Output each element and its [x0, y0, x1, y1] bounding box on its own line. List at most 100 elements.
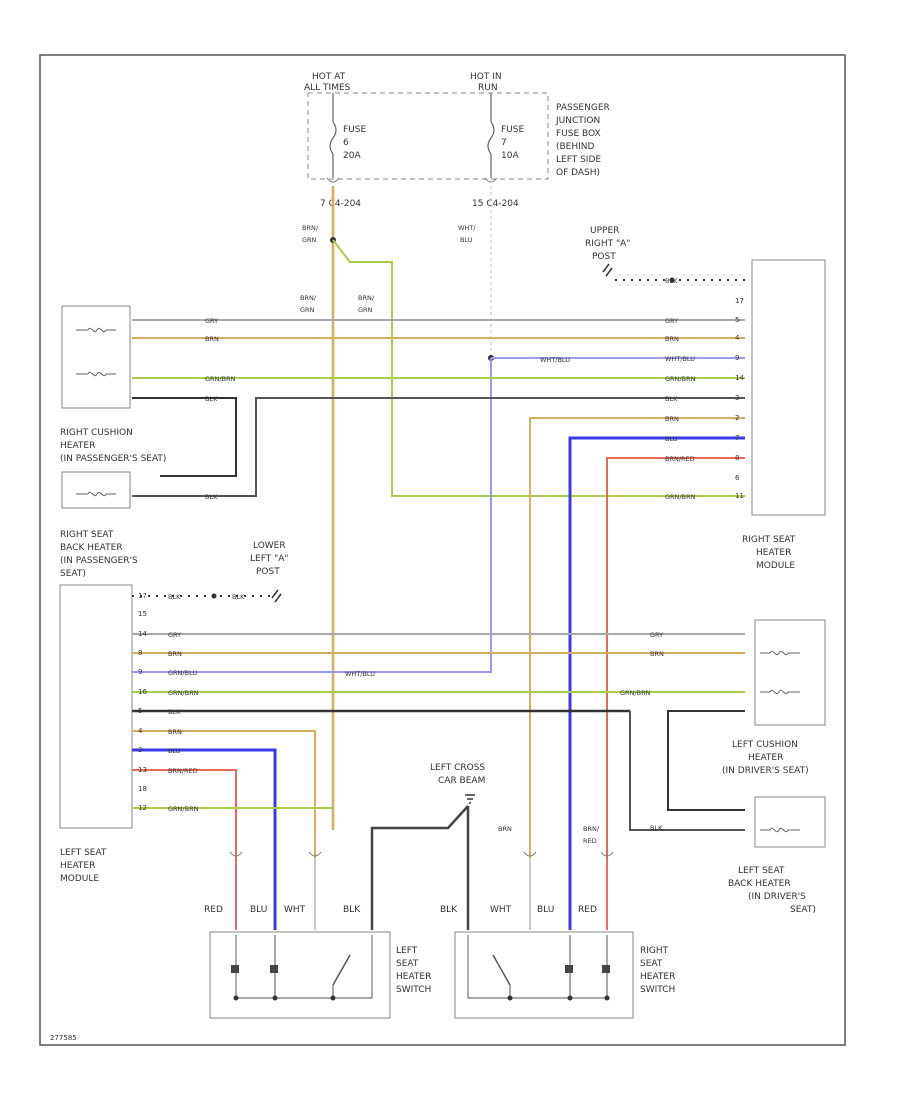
left-seat-heater-switch	[209, 931, 391, 1019]
wire-label-rm-right-0: BLK	[665, 277, 678, 285]
lsw-wire-wht: WHT	[284, 905, 306, 915]
wire-brn-lm	[132, 730, 316, 858]
wire-label-branch-4: GRN	[358, 306, 373, 314]
lm-pin-2: 14	[138, 630, 147, 638]
wire-label-lm-right-3: BLK	[650, 824, 663, 832]
right-module-label-3: MODULE	[756, 561, 795, 571]
wire-label-rm-left-0: GRY	[205, 317, 218, 325]
wire-label-brn-grn-1: BRN/	[302, 224, 319, 232]
cross-ground-label-1: LEFT CROSS	[430, 763, 485, 773]
diagram-code: 277585	[50, 1034, 77, 1042]
conn-left-label: 7 C4-204	[320, 199, 361, 209]
jbox-label-3: FUSE BOX	[556, 129, 601, 139]
left-module-label-1: LEFT SEAT	[60, 848, 107, 858]
fuse6-label-2: 6	[343, 138, 349, 148]
wire-grn-branch	[332, 239, 745, 497]
right-seat-heater-module	[751, 259, 826, 516]
right-back-label-3: (IN PASSENGER'S	[60, 556, 138, 566]
wire-label-lm-0: BLK	[168, 593, 181, 601]
right-cushion-label-2: HEATER	[60, 441, 95, 451]
jbox-label-2: JUNCTION	[555, 116, 600, 126]
wire-label-lm-8: BLU	[168, 747, 181, 755]
wire-label-group: GRY BRN GRN/BRN BLK BLK BLK GRY BRN WHT/BLU GRN/B…	[138, 277, 744, 832]
wire-blk-cushion-left	[629, 711, 745, 831]
wire-label-rm-left-2: GRN/BRN	[205, 375, 236, 383]
rm-pin-5: 3	[735, 394, 739, 402]
lsw-wire-blk: BLK	[343, 905, 361, 915]
wire-blk-cushion	[132, 397, 237, 477]
left-back-heater	[754, 796, 826, 848]
wire-brn-rm	[529, 417, 745, 858]
right-back-label-1: RIGHT SEAT	[60, 530, 114, 540]
rm-pin-1: 5	[735, 316, 739, 324]
fuse7-label-3: 10A	[501, 151, 519, 161]
cross-ground-label-2: CAR BEAM	[438, 776, 485, 786]
lower-ground-label-1: LOWER	[253, 541, 286, 551]
wire-label-rm-right-6: BRN	[665, 415, 679, 423]
wire-label-lm-6: BLK	[168, 708, 181, 716]
diagram-frame	[39, 54, 846, 1046]
left-cushion-label-1: LEFT CUSHION	[732, 740, 798, 750]
left-module-label-3: MODULE	[60, 874, 99, 884]
brn-label-right: BRN	[498, 825, 512, 833]
jbox-label-4: (BEHIND	[556, 142, 595, 152]
wire-label-lm-3: BRN	[168, 650, 182, 658]
wire-label-brn-grn-2: GRN	[302, 236, 317, 244]
brn-red-label-1: BRN/	[583, 825, 600, 833]
splice-upper-ground	[669, 277, 675, 283]
brn-red-label-2: RED	[583, 837, 597, 845]
wire-blu-lm	[132, 748, 277, 930]
wire-label-lm-9: BRN/RED	[168, 767, 198, 775]
rm-pin-8: 8	[735, 454, 739, 462]
right-back-label-4: SEAT)	[60, 569, 86, 579]
lm-pin-1: 15	[138, 610, 147, 618]
upper-ground-icon	[602, 263, 613, 277]
wire-label-lm-10: GRN/BRN	[168, 805, 199, 813]
right-back-label-2: BACK HEATER	[60, 543, 123, 553]
wire-label-lm-1: BLK	[232, 593, 245, 601]
splice-lower-ground	[211, 593, 217, 599]
switch-feed-wires	[229, 851, 614, 930]
wire-label-branch-1: BRN/	[300, 294, 317, 302]
wire-blk-left-cushion-loop	[667, 710, 745, 811]
rm-pin-7: 7	[735, 434, 739, 442]
fuse7-label-1: FUSE	[501, 125, 524, 135]
wire-label-rm-right-9: GRN/BRN	[665, 493, 696, 501]
upper-ground-label-3: POST	[592, 252, 616, 262]
right-module-label-2: HEATER	[756, 548, 791, 558]
rsw-wire-wht: WHT	[490, 905, 512, 915]
lm-pin-3: 8	[138, 649, 142, 657]
left-cushion-label-2: HEATER	[748, 753, 783, 763]
cross-ground-icon	[465, 794, 475, 804]
left-cushion-label-3: (IN DRIVER'S SEAT)	[722, 766, 809, 776]
lm-pin-11: 12	[138, 804, 147, 812]
wire-label-branch-3: BRN/	[358, 294, 375, 302]
rsw-wire-red: RED	[578, 905, 597, 915]
hot-at-label-1: HOT AT	[312, 72, 346, 82]
left-back-label-2: BACK HEATER	[728, 879, 791, 889]
wire-mid-wht-blu-bot: WHT/BLU	[345, 670, 375, 678]
wire-label-rm-right-3: WHT/BLU	[665, 355, 695, 363]
wire-label-rm-right-1: GRY	[665, 317, 678, 325]
right-module-label-1: RIGHT SEAT	[742, 535, 796, 545]
left-back-label-1: LEFT SEAT	[738, 866, 785, 876]
rm-pin-10: 11	[735, 492, 744, 500]
lower-ground-icon	[271, 589, 282, 603]
lsw-wire-red: RED	[204, 905, 223, 915]
rm-pin-2: 4	[735, 334, 740, 342]
left-switch-label-1: LEFT	[396, 946, 418, 956]
lower-ground-label-3: POST	[256, 567, 280, 577]
wire-label-lm-right-2: GRN/BRN	[620, 689, 651, 697]
left-switch-label-2: SEAT	[396, 959, 419, 969]
jbox-label-5: LEFT SIDE	[556, 155, 601, 165]
fuse6-label-3: 20A	[343, 151, 361, 161]
lm-pin-4: 9	[138, 668, 142, 676]
wire-label-lm-right-1: BRN	[650, 650, 664, 658]
rm-pin-4: 14	[735, 374, 744, 382]
wire-label-rm-right-8: BRN/RED	[665, 455, 695, 463]
wire-label-rm-left-3: BLK	[205, 395, 218, 403]
left-back-label-3: (IN DRIVER'S	[748, 892, 806, 902]
left-switch-label-3: HEATER	[396, 972, 431, 982]
wire-label-lm-4: GRN/BLU	[168, 669, 197, 677]
